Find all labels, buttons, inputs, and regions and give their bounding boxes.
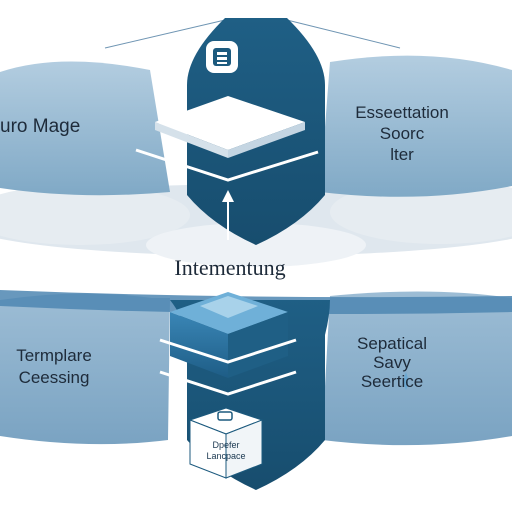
- bottom-left-line-1: Termplare: [16, 346, 92, 365]
- lower-left-pad: [0, 293, 170, 445]
- bottom-right-line-3: Seertice: [360, 372, 424, 391]
- bottom-hexagon: [159, 292, 330, 490]
- lower-layer: [0, 290, 512, 446]
- center-label: Intementung: [174, 255, 286, 280]
- box-label: Dpefer Lancpace: [194, 440, 258, 462]
- bottom-right-line-1: Sepatical: [357, 334, 427, 353]
- document-icon: [188, 407, 264, 479]
- bottom-left-line-2: Ceessing: [18, 368, 90, 387]
- box-label-line-1: Dpefer: [212, 440, 240, 450]
- upper-right-pad: [320, 55, 512, 197]
- arrow-up-icon: [222, 190, 234, 240]
- cube-icon: [170, 292, 288, 378]
- top-right-line-1: Esseettation: [355, 103, 449, 122]
- upper-layer: [0, 19, 512, 197]
- upper-left-pad: [0, 61, 170, 196]
- lower-right-pad: [322, 291, 512, 446]
- droplet-accent: [404, 372, 408, 390]
- top-right-line-2: Soorc: [379, 124, 425, 143]
- top-platform: [155, 96, 305, 150]
- box-label-line-2: Lancpace: [206, 451, 246, 461]
- top-left-label: uro Mage: [0, 116, 81, 137]
- top-right-label: Esseettation Soorc lter: [346, 102, 458, 165]
- bottom-right-label: Sepatical Savy Seertice: [338, 334, 446, 391]
- top-hexagon: [135, 18, 325, 245]
- top-right-line-3: lter: [390, 145, 414, 164]
- bottom-left-label: Termplare Ceessing: [6, 345, 102, 389]
- bottom-right-line-2: Savy: [373, 353, 411, 372]
